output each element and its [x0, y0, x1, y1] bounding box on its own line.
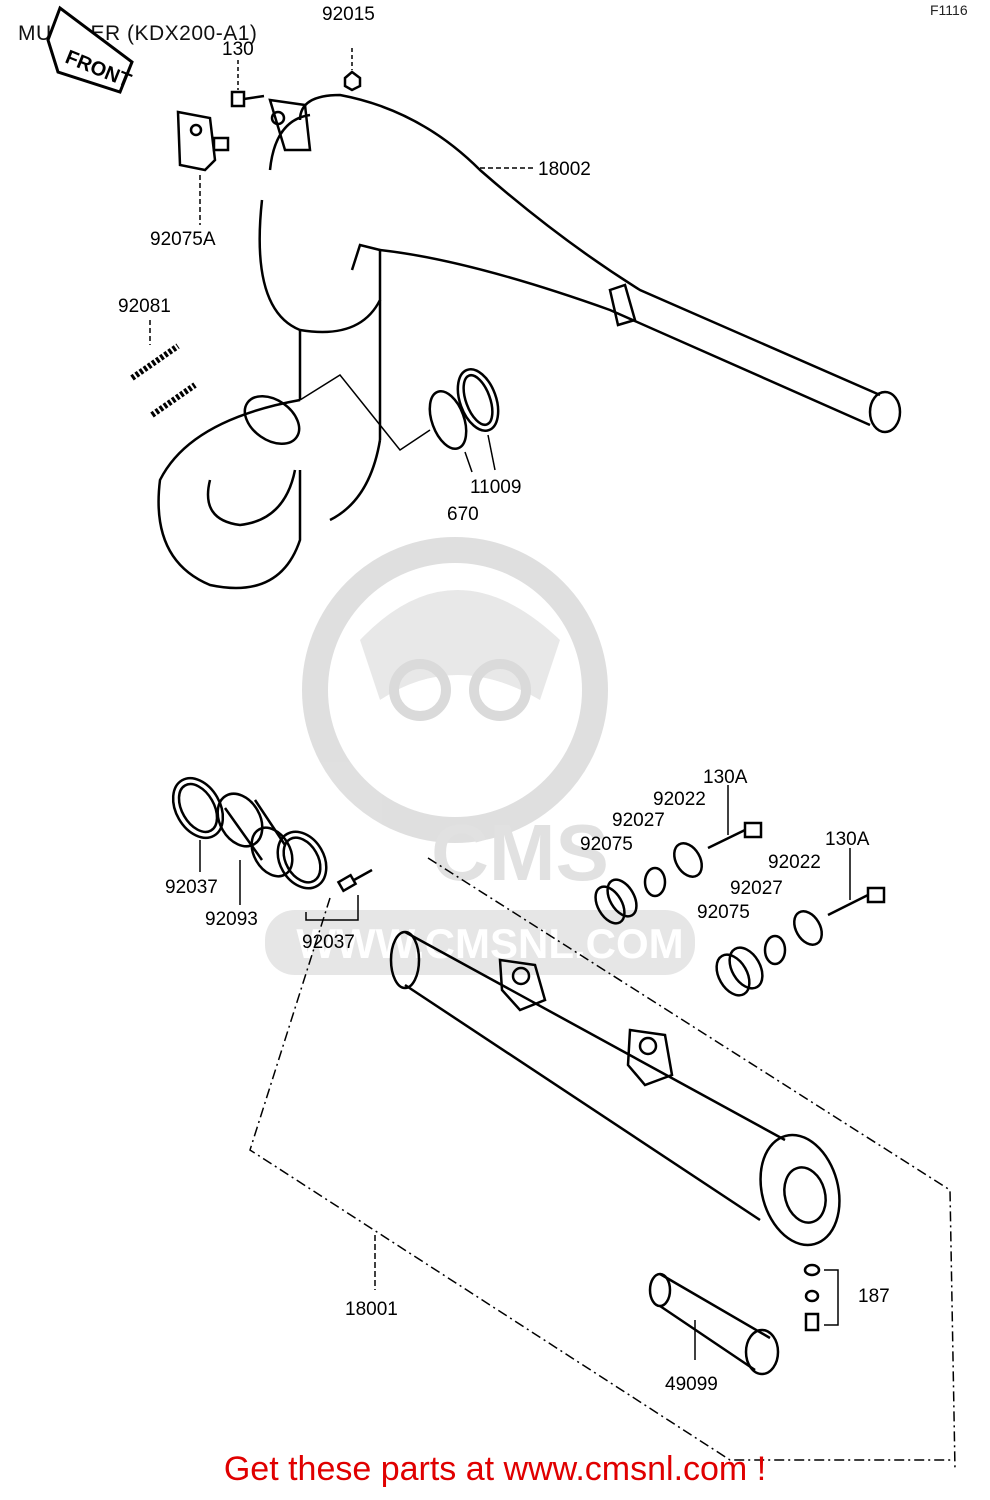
- clamp-92037-left: [171, 776, 225, 872]
- cta-link[interactable]: Get these parts at www.cmsnl.com !: [223, 1450, 767, 1488]
- mount-set-b: [715, 848, 886, 997]
- watermark-logo: CMS WWW.CMSNL.COM: [265, 537, 695, 975]
- expansion-chamber: [157, 93, 902, 590]
- label-18001: 18001: [345, 1299, 398, 1320]
- label-187: 187: [858, 1286, 890, 1307]
- label-49099: 49099: [665, 1374, 718, 1395]
- bracket-92075A: [176, 110, 230, 172]
- mount-set-a: [594, 785, 763, 925]
- label-130: 130: [222, 39, 254, 60]
- label-92022-lower: 92022: [768, 852, 821, 873]
- label-92093: 92093: [205, 909, 258, 930]
- gaskets: [299, 368, 500, 473]
- label-92037-right: 92037: [302, 932, 355, 953]
- nut-92015: [343, 48, 362, 92]
- screws-187: [803, 1263, 839, 1332]
- clamp-92037-right: [276, 830, 373, 921]
- label-92037-left: 92037: [165, 877, 218, 898]
- sleeve-92093: [216, 792, 294, 905]
- diagram-code: F1116: [930, 2, 968, 18]
- tailpipe-49099: [648, 1272, 780, 1376]
- springs-92081: [130, 343, 197, 418]
- part-labels: 92015 130 18002 92075A 92081 11009 670 1…: [118, 4, 890, 1395]
- label-670: 670: [447, 504, 479, 525]
- label-18002: 18002: [538, 159, 591, 180]
- leader-lines: [149, 167, 535, 345]
- label-130A-upper: 130A: [703, 767, 748, 788]
- front-arrow-marker: FRONT: [46, 5, 134, 94]
- label-92027-upper: 92027: [612, 810, 665, 831]
- label-92081: 92081: [118, 296, 171, 317]
- label-92015: 92015: [322, 4, 375, 25]
- label-92075-lower: 92075: [697, 902, 750, 923]
- label-92075-upper: 92075: [580, 834, 633, 855]
- label-92027-lower: 92027: [730, 878, 783, 899]
- label-92022-upper: 92022: [653, 789, 706, 810]
- label-130A-lower: 130A: [825, 829, 870, 850]
- label-92075A: 92075A: [150, 229, 216, 250]
- label-11009: 11009: [470, 477, 521, 498]
- bolt-130: [230, 60, 265, 108]
- watermark-url: WWW.CMSNL.COM: [296, 920, 683, 967]
- muffler-18001: [249, 857, 956, 1471]
- watermark-brand: CMS: [431, 808, 609, 897]
